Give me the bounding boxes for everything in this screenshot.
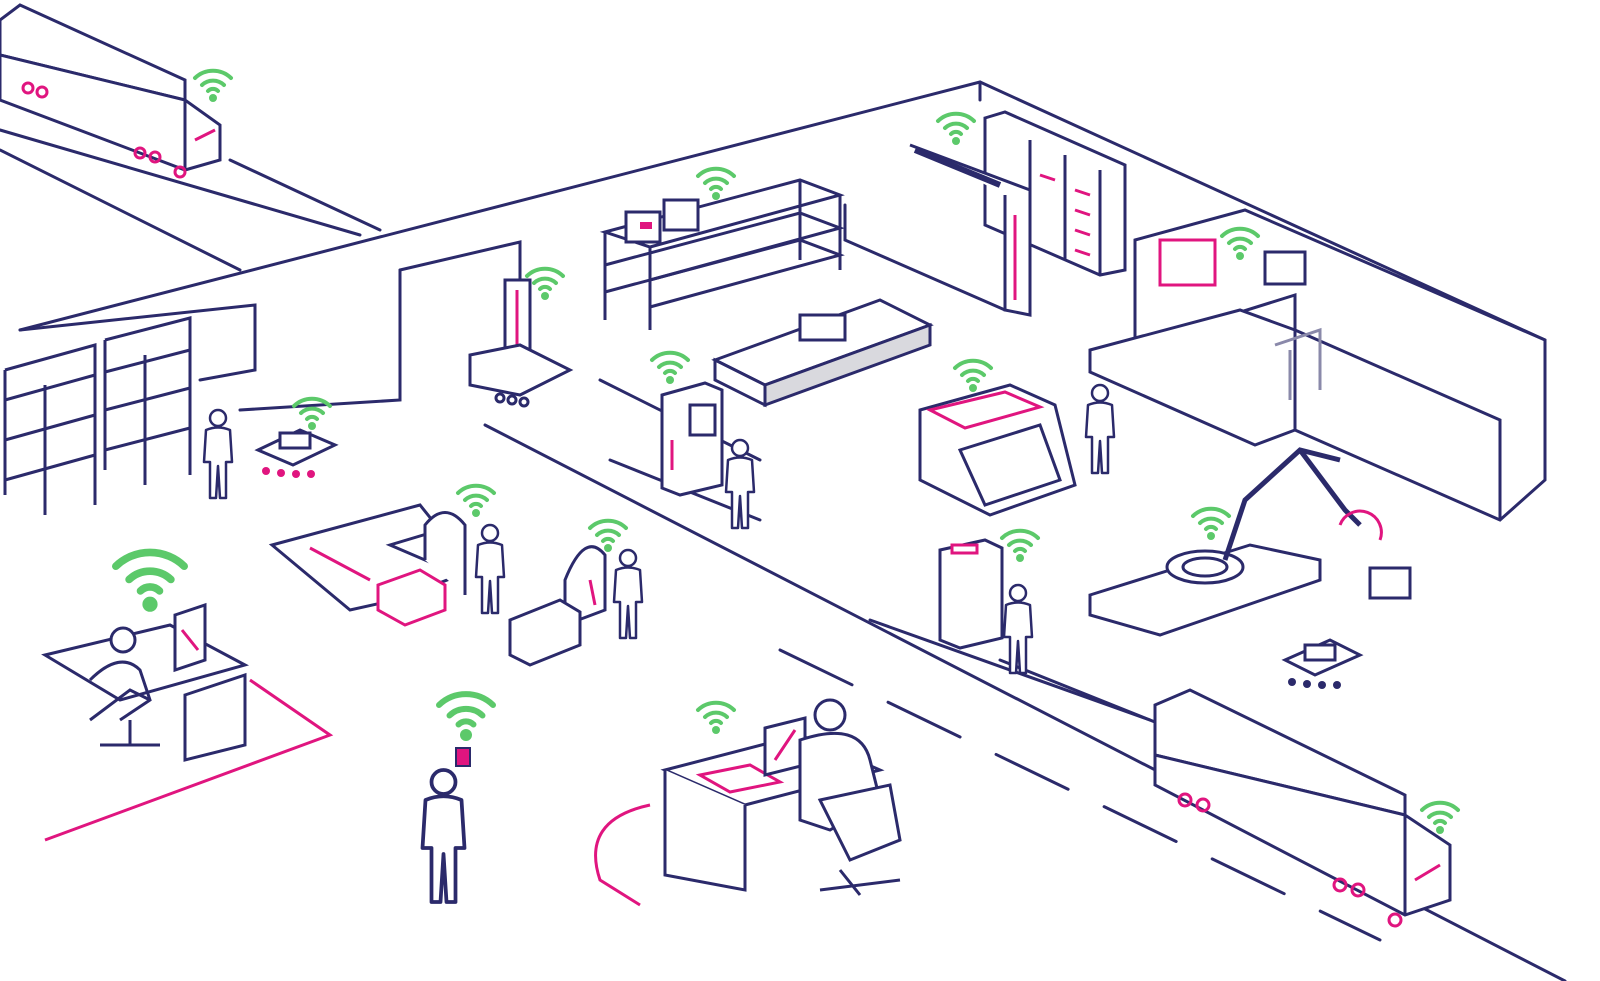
operator-desk-bottom [594, 698, 902, 907]
wifi-signal-icon [193, 68, 233, 104]
wifi-signal-icon [292, 396, 332, 432]
agv-cart-right [1281, 638, 1364, 689]
packing-station-right [508, 545, 607, 667]
worker-packing-right [612, 548, 644, 640]
pedestal-terminal [938, 538, 1004, 650]
inspection-machine [918, 383, 1077, 517]
worker-left [202, 408, 234, 500]
worker-tablet [420, 768, 467, 904]
wifi-signal-icon [936, 111, 976, 147]
worker-terminal [1002, 583, 1034, 675]
operator-desk-left [41, 602, 334, 842]
wifi-signal-icon-large [116, 552, 184, 611]
server-racks [909, 110, 1127, 317]
forklift [468, 278, 574, 408]
truck-bottom-right [1153, 688, 1452, 928]
agv-cart-left [254, 428, 339, 478]
wifi-signal-icon [456, 483, 496, 519]
wifi-signal-icon [953, 358, 993, 394]
wifi-signal-icon [650, 350, 690, 386]
wifi-signal-icon [525, 266, 565, 302]
tablet-device [455, 747, 471, 767]
wifi-signal-icon-large [439, 694, 493, 741]
wifi-signal-icon [696, 166, 736, 202]
storage-rack-center [599, 178, 845, 330]
truck-top-left [0, 3, 222, 179]
conveyor-table-center [711, 298, 934, 408]
storage-rack-left [3, 316, 192, 515]
robot-arm-station [1088, 447, 1412, 637]
kiosk-terminal [660, 381, 724, 497]
worker-inspection [1084, 383, 1116, 475]
worker-packing-left [474, 523, 506, 615]
wifi-signal-icon [1191, 506, 1231, 542]
office-room [1088, 208, 1547, 522]
wifi-signal-icon [696, 700, 736, 736]
wifi-signal-icon [1000, 528, 1040, 564]
packing-station-left [268, 503, 467, 627]
